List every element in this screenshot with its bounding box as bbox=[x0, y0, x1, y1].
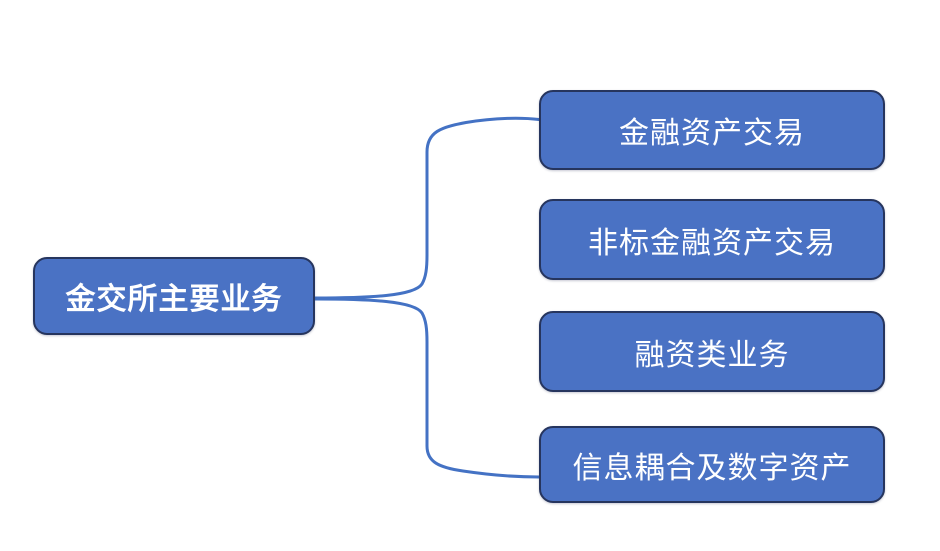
child-node-label: 非标金融资产交易 bbox=[588, 226, 836, 260]
child-node-financing-business: 融资类业务 bbox=[539, 311, 885, 392]
child-node-info-coupling-digital-assets: 信息耦合及数字资产 bbox=[539, 426, 885, 503]
child-node-label: 信息耦合及数字资产 bbox=[572, 451, 852, 485]
root-node: 金交所主要业务 bbox=[33, 257, 315, 335]
child-node-label: 金融资产交易 bbox=[619, 117, 805, 150]
child-node-nonstandard-financial-asset-trading: 非标金融资产交易 bbox=[539, 199, 885, 280]
child-node-label: 融资类业务 bbox=[634, 338, 790, 372]
connector-root-to-child-1 bbox=[313, 116, 541, 300]
root-node-label: 金交所主要业务 bbox=[65, 283, 283, 316]
connector-root-to-child-4 bbox=[313, 297, 541, 479]
child-node-financial-asset-trading: 金融资产交易 bbox=[539, 90, 885, 170]
